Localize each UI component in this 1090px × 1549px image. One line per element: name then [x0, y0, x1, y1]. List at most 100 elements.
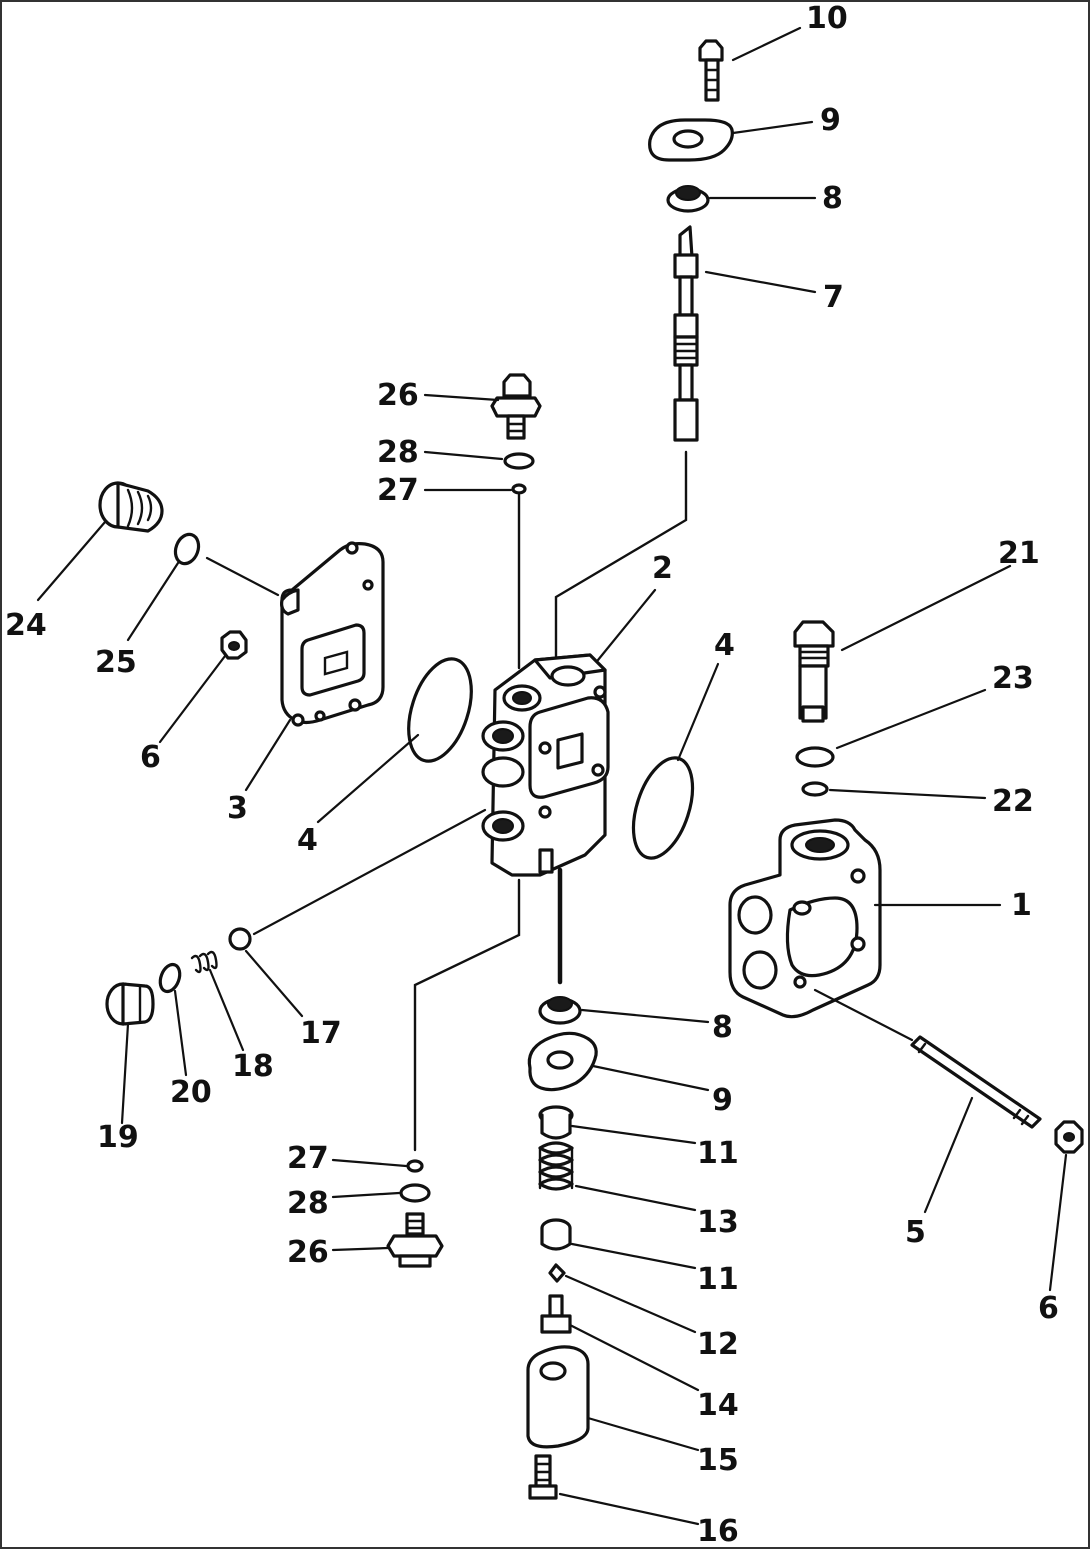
callout-8a: 8	[822, 181, 843, 216]
leader-25-to-3	[205, 556, 280, 597]
leader-11a	[570, 1124, 697, 1145]
part-9-flange-bottom	[527, 1031, 598, 1092]
leader-3	[244, 718, 292, 792]
callout-9b: 9	[712, 1083, 733, 1118]
part-4-oring-left	[407, 657, 473, 763]
leader-15	[586, 1416, 700, 1452]
callout-22: 22	[992, 784, 1034, 819]
part-28-oring-bottom	[399, 1183, 431, 1203]
leader-9b	[591, 1064, 710, 1092]
part-18-spring	[190, 950, 218, 974]
callout-7: 7	[823, 280, 844, 315]
callout-27a: 27	[377, 473, 419, 508]
leader-13	[574, 1184, 697, 1212]
callout-14: 14	[697, 1388, 739, 1423]
leader-26b	[331, 1246, 390, 1252]
leader-25	[126, 561, 180, 642]
part-12-washer	[548, 1263, 566, 1283]
leader-6a	[158, 654, 227, 744]
leader-17	[244, 949, 304, 1018]
leader-4a	[316, 733, 420, 824]
leader-11b	[570, 1242, 697, 1270]
callout-16: 16	[697, 1514, 739, 1549]
leader-23	[835, 688, 987, 750]
part-27-oring-bottom	[406, 1159, 424, 1173]
callout-10: 10	[806, 1, 848, 36]
callout-11a: 11	[697, 1136, 739, 1171]
leader-28a	[423, 450, 504, 461]
callout-6a: 6	[140, 740, 161, 775]
assembly-line-spool	[554, 450, 688, 672]
part-8-seal-bottom	[538, 996, 582, 1025]
callout-13: 13	[697, 1205, 739, 1240]
part-4-oring-right	[631, 756, 695, 860]
leader-19	[120, 1022, 130, 1125]
leader-16	[558, 1492, 700, 1526]
part-14-stopper	[540, 1294, 572, 1334]
assembly-line-plug-bottom	[413, 878, 521, 1152]
callout-6b: 6	[1038, 1291, 1059, 1326]
part-13-spring	[538, 1141, 574, 1191]
callout-23: 23	[992, 661, 1034, 696]
leader-21	[840, 564, 1012, 652]
leader-17-to-body	[252, 808, 487, 936]
callout-28b: 28	[287, 1186, 329, 1221]
leader-22	[828, 788, 987, 800]
leader-26a	[423, 393, 500, 402]
leader-1-to-5	[813, 988, 914, 1042]
callout-18: 18	[232, 1049, 274, 1084]
leader-2	[596, 588, 657, 662]
part-21-relief-valve	[793, 620, 835, 723]
callout-26b: 26	[287, 1235, 329, 1270]
callout-26a: 26	[377, 378, 419, 413]
callout-11b: 11	[697, 1262, 739, 1297]
callout-15: 15	[697, 1443, 739, 1478]
part-25-oring-left	[173, 532, 201, 566]
part-23-oring-right	[795, 746, 835, 768]
part-11-retainer-bottom	[540, 1218, 572, 1251]
part-9-flange-plate	[648, 118, 734, 162]
part-17-ball	[228, 927, 252, 951]
callout-2: 2	[652, 551, 673, 586]
part-28-oring-top	[503, 452, 535, 470]
callout-4a: 4	[297, 823, 318, 858]
leader-6b	[1048, 1153, 1068, 1292]
leader-12	[564, 1274, 697, 1334]
callout-24: 24	[5, 608, 47, 643]
leader-14	[568, 1323, 700, 1392]
callout-9a: 9	[820, 103, 841, 138]
part-11-retainer-top	[538, 1105, 574, 1140]
callout-25: 25	[95, 645, 137, 680]
part-22-oring-right	[801, 781, 829, 797]
callout-3: 3	[227, 791, 248, 826]
part-1-valve-block	[728, 818, 882, 1019]
callout-19: 19	[97, 1120, 139, 1155]
part-26-plug-top	[490, 373, 542, 440]
callout-8b: 8	[712, 1010, 733, 1045]
leader-4b	[676, 662, 720, 762]
part-3-cover-plate	[280, 541, 385, 727]
leader-18	[208, 968, 245, 1052]
part-20-oring	[158, 962, 182, 994]
part-26-plug-bottom	[386, 1212, 444, 1268]
leader-7	[704, 270, 817, 294]
callout-12: 12	[697, 1327, 739, 1362]
part-27-oring-top	[511, 483, 527, 495]
callout-20: 20	[170, 1075, 212, 1110]
leader-10	[731, 26, 802, 62]
part-2-valve-body	[481, 653, 610, 877]
part-8-seal	[666, 185, 710, 213]
callout-21: 21	[998, 536, 1040, 571]
callout-28a: 28	[377, 435, 419, 470]
part-6-nut-left	[220, 630, 248, 660]
callout-27b: 27	[287, 1141, 329, 1176]
leader-28b	[331, 1191, 401, 1199]
leader-24	[36, 520, 107, 602]
leader-8b	[580, 1008, 710, 1024]
part-7-spool	[673, 225, 699, 442]
part-19-plug	[105, 982, 155, 1026]
part-16-bolt	[528, 1454, 558, 1500]
callout-5: 5	[905, 1215, 926, 1250]
